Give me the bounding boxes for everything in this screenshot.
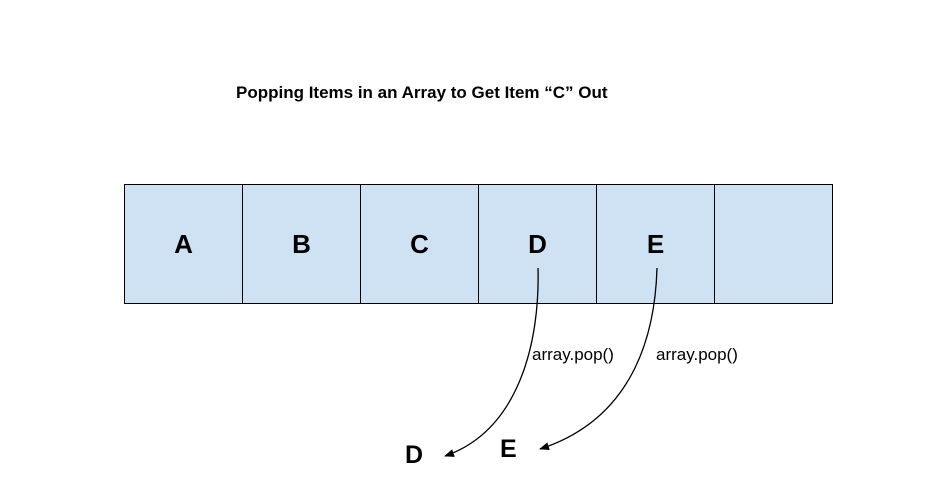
- array-cell-a: A: [125, 185, 243, 303]
- diagram-title: Popping Items in an Array to Get Item “C…: [236, 83, 608, 102]
- popped-item-e: E: [500, 435, 517, 463]
- pop-arrow-d: [444, 267, 539, 457]
- array-cell-c: C: [361, 185, 479, 303]
- array-cell-b: B: [243, 185, 361, 303]
- pop-label-2: array.pop(): [656, 345, 738, 364]
- array-row: A B C D E: [124, 184, 833, 304]
- array-cell-empty: [715, 185, 832, 303]
- pop-arrow-e: [539, 267, 658, 451]
- popped-item-d: D: [405, 441, 424, 469]
- pop-label-1: array.pop(): [532, 345, 614, 364]
